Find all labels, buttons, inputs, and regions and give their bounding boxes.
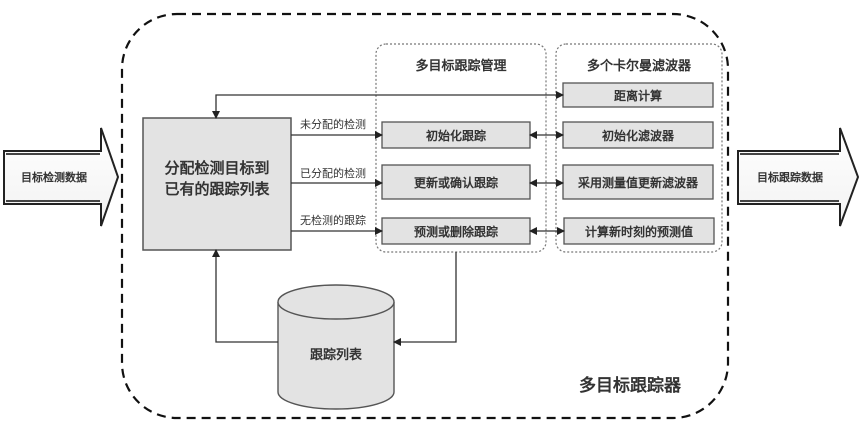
mgmt-box-init — [381, 121, 531, 149]
track-list-label: 跟踪列表 — [309, 347, 362, 363]
filter-label-init: 初始化滤波器 — [601, 128, 674, 143]
edge-label-unassigned: 未分配的检测 — [300, 118, 366, 131]
assign-box — [142, 117, 292, 251]
filters-group — [555, 43, 723, 253]
filter-box-distance — [562, 82, 714, 108]
mgmt-label-update: 更新或确认跟踪 — [413, 175, 498, 190]
mgmt-box-predict — [381, 217, 531, 245]
tracker-label: 多目标跟踪器 — [579, 375, 681, 396]
filter-label-predict: 计算新时刻的预测值 — [584, 224, 693, 239]
edge-label-assigned: 已分配的检测 — [300, 167, 366, 180]
filter-label-update: 采用测量值更新滤波器 — [577, 175, 698, 190]
edge-tracklist-to-assign — [212, 249, 278, 343]
edge-distance-to-assign — [212, 91, 564, 119]
filter-label-distance: 距离计算 — [613, 88, 662, 103]
tracker-boundary — [120, 12, 730, 420]
assign-box-line2: 已有的跟踪列表 — [164, 180, 270, 198]
management-title: 多目标跟踪管理 — [415, 59, 507, 74]
edge-label-no-detection: 无检测的跟踪 — [300, 214, 366, 227]
mgmt-label-predict: 预测或删除跟踪 — [413, 224, 498, 239]
track-list-cylinder — [277, 284, 395, 410]
filter-box-update — [562, 164, 714, 200]
assign-box-line1: 分配检测目标到 — [164, 159, 270, 177]
output-arrow-label: 目标跟踪数据 — [757, 171, 823, 184]
assign-box-label: 分配检测目标到 已有的跟踪列表 — [143, 158, 291, 200]
mgmt-label-init: 初始化跟踪 — [425, 128, 486, 143]
filter-box-init — [562, 121, 714, 149]
management-group — [375, 43, 547, 253]
filters-title: 多个卡尔曼滤波器 — [586, 59, 691, 74]
input-arrow-label: 目标检测数据 — [21, 171, 87, 184]
edge-mgmt-to-tracklist — [393, 252, 457, 346]
